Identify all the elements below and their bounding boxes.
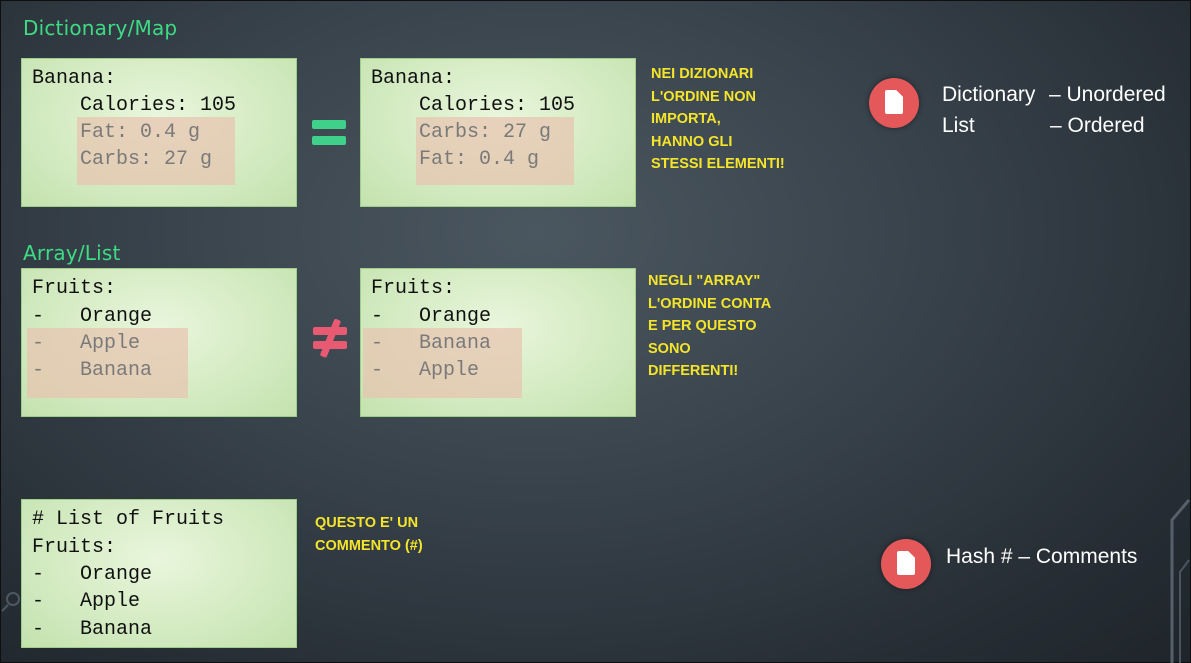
code-line: # List of Fruits [32,508,225,531]
not-equal-sign-icon [313,318,347,358]
comment-box: # List of Fruits Fruits: - Orange - Appl… [21,499,297,648]
dictionary-map-title: Dictionary/Map [23,16,178,40]
array-box-left: Fruits: - Orange - Apple - Banana [21,268,297,417]
list-legend-word: List [942,114,975,137]
highlight-block [416,117,574,185]
note-line: STESSI ELEMENTI! [651,156,785,172]
dictionary-box-right: Banana: Calories: 105 Carbs: 27 g Fat: 0… [360,58,636,207]
code-line: - Apple [371,359,480,382]
code-line: Fat: 0.4 g [371,148,540,171]
note-line: QUESTO E' UN [315,515,419,531]
code-line: Fat: 0.4 g [32,121,201,144]
dictionary-box-left: Banana: Calories: 105 Fat: 0.4 g Carbs: … [21,58,297,207]
note-line: NEI DIZIONARI [651,66,754,82]
code-line: Fruits: [32,536,117,559]
equal-sign-icon [312,120,346,148]
note-line: HANNO GLI [651,133,733,150]
code-line: Calories: 105 [32,94,237,117]
code-line: - Banana [32,359,153,382]
document-icon [881,539,931,589]
code-line: - Banana [371,332,492,355]
code-line: Banana: [371,67,456,90]
list-legend-desc: – Ordered [1050,114,1145,137]
note-line: L'ORDINE CONTA [648,295,772,312]
dictionary-legend-word: Dictionary [942,83,1036,106]
code-line: - Apple [32,590,141,613]
dictionary-note: NEI DIZIONARI L'ORDINE NON IMPORTA, HANN… [651,63,785,176]
document-icon [869,78,919,128]
note-line: IMPORTA, [651,111,721,127]
note-line: E PER QUESTO [648,318,757,334]
array-list-title: Array/List [23,241,121,265]
code-line: - Orange [371,305,492,328]
comment-note: QUESTO E' UN COMMENTO (#) [315,512,423,557]
note-line: DIFFERENTI! [648,363,739,379]
note-line: COMMENTO (#) [315,537,423,554]
note-line: NEGLI "ARRAY" [648,273,761,289]
highlight-block [77,117,235,185]
array-box-right: Fruits: - Orange - Banana - Apple [360,268,636,417]
code-line: Carbs: 27 g [371,121,552,144]
code-line: - Apple [32,332,141,355]
highlight-block [363,328,522,398]
code-line: Fruits: [32,277,117,300]
highlight-block [27,328,188,398]
code-line: Fruits: [371,277,456,300]
hash-comments-legend: Hash # – Comments [946,545,1138,568]
code-line: Calories: 105 [371,94,576,117]
code-line: - Orange [32,563,153,586]
note-line: SONO [648,340,691,357]
code-line: Banana: [32,67,117,90]
note-line: L'ORDINE NON [651,88,756,105]
code-line: - Orange [32,305,153,328]
code-line: - Banana [32,618,153,641]
code-line: Carbs: 27 g [32,148,213,171]
dictionary-legend-desc: – Unordered [1049,83,1166,106]
array-note: NEGLI "ARRAY" L'ORDINE CONTA E PER QUEST… [648,270,771,383]
